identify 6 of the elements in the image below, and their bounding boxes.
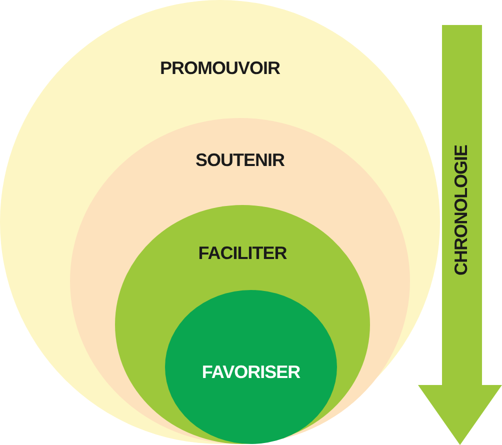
level-label: FAVORISER	[202, 362, 300, 383]
level-label: SOUTENIR	[196, 150, 284, 171]
ellipse-shape	[0, 0, 440, 444]
level-label: FACILITER	[198, 243, 287, 264]
arrow-label: CHRONOLOGIE	[451, 145, 472, 276]
level-label: PROMOUVOIR	[160, 58, 280, 79]
